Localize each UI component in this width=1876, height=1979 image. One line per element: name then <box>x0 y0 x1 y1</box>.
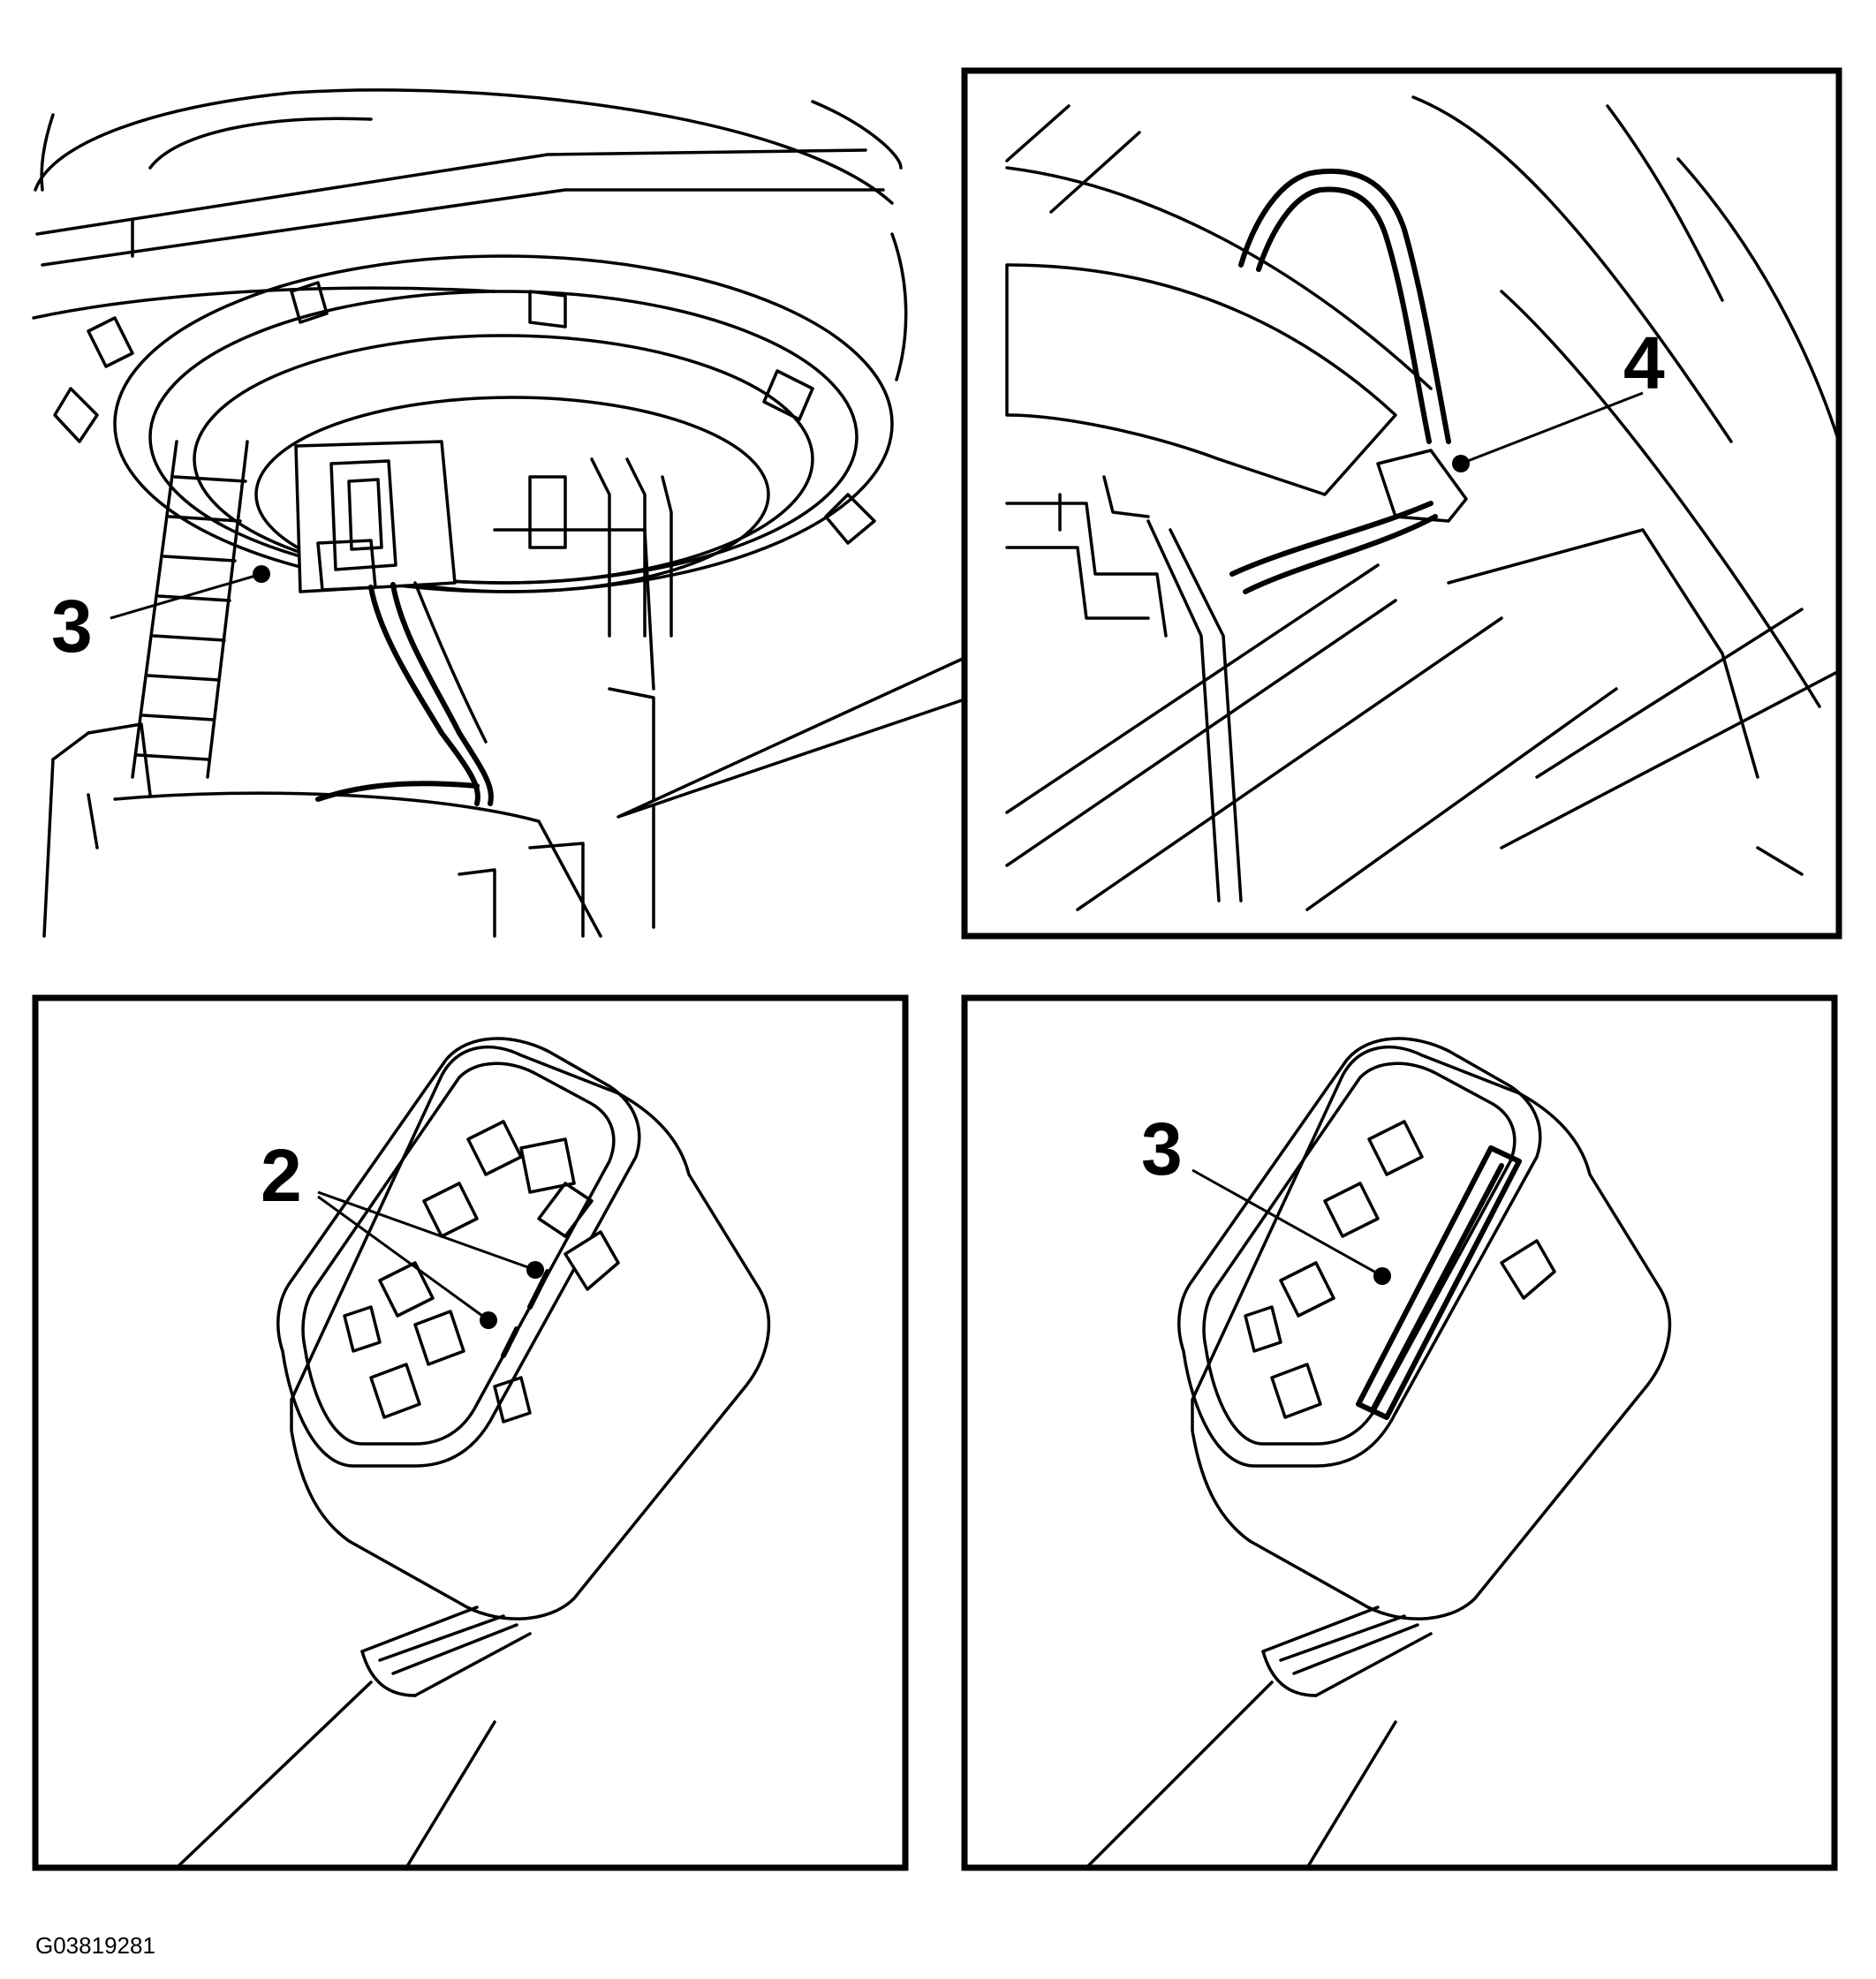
connector-face-with-lock-drawing <box>1085 1037 1672 1869</box>
leader-dot-3-overview <box>253 565 270 583</box>
panel-detail-bottom-right: 3 <box>961 994 1838 1871</box>
panel-detail-bottom-left: 2 <box>32 994 909 1871</box>
figure-id-label: G03819281 <box>35 1932 155 1959</box>
callout-2: 2 <box>261 1134 302 1217</box>
fuel-pump-assembly-drawing <box>32 88 908 938</box>
leader-line-2b <box>317 1195 489 1322</box>
leader-dot-3-detail <box>1373 1267 1391 1285</box>
leader-line-3-overview <box>110 572 262 620</box>
connector-face-drawing <box>175 1037 771 1869</box>
leader-dot-4 <box>1452 455 1470 472</box>
leader-dot-2a <box>526 1261 544 1279</box>
leader-line-4 <box>1460 391 1644 465</box>
panel-overview: 3 <box>32 88 966 938</box>
callout-4: 4 <box>1623 321 1665 404</box>
callout-3-detail: 3 <box>1141 1107 1183 1190</box>
leader-line-2a <box>317 1190 536 1272</box>
harness-clip-drawing <box>1005 95 1841 911</box>
callout-3-overview: 3 <box>51 585 93 668</box>
leader-dot-2b <box>480 1311 497 1329</box>
leader-line-3-detail <box>1191 1168 1383 1278</box>
detail-pointer <box>617 656 966 819</box>
panel-detail-top-right: 4 <box>961 67 1842 940</box>
